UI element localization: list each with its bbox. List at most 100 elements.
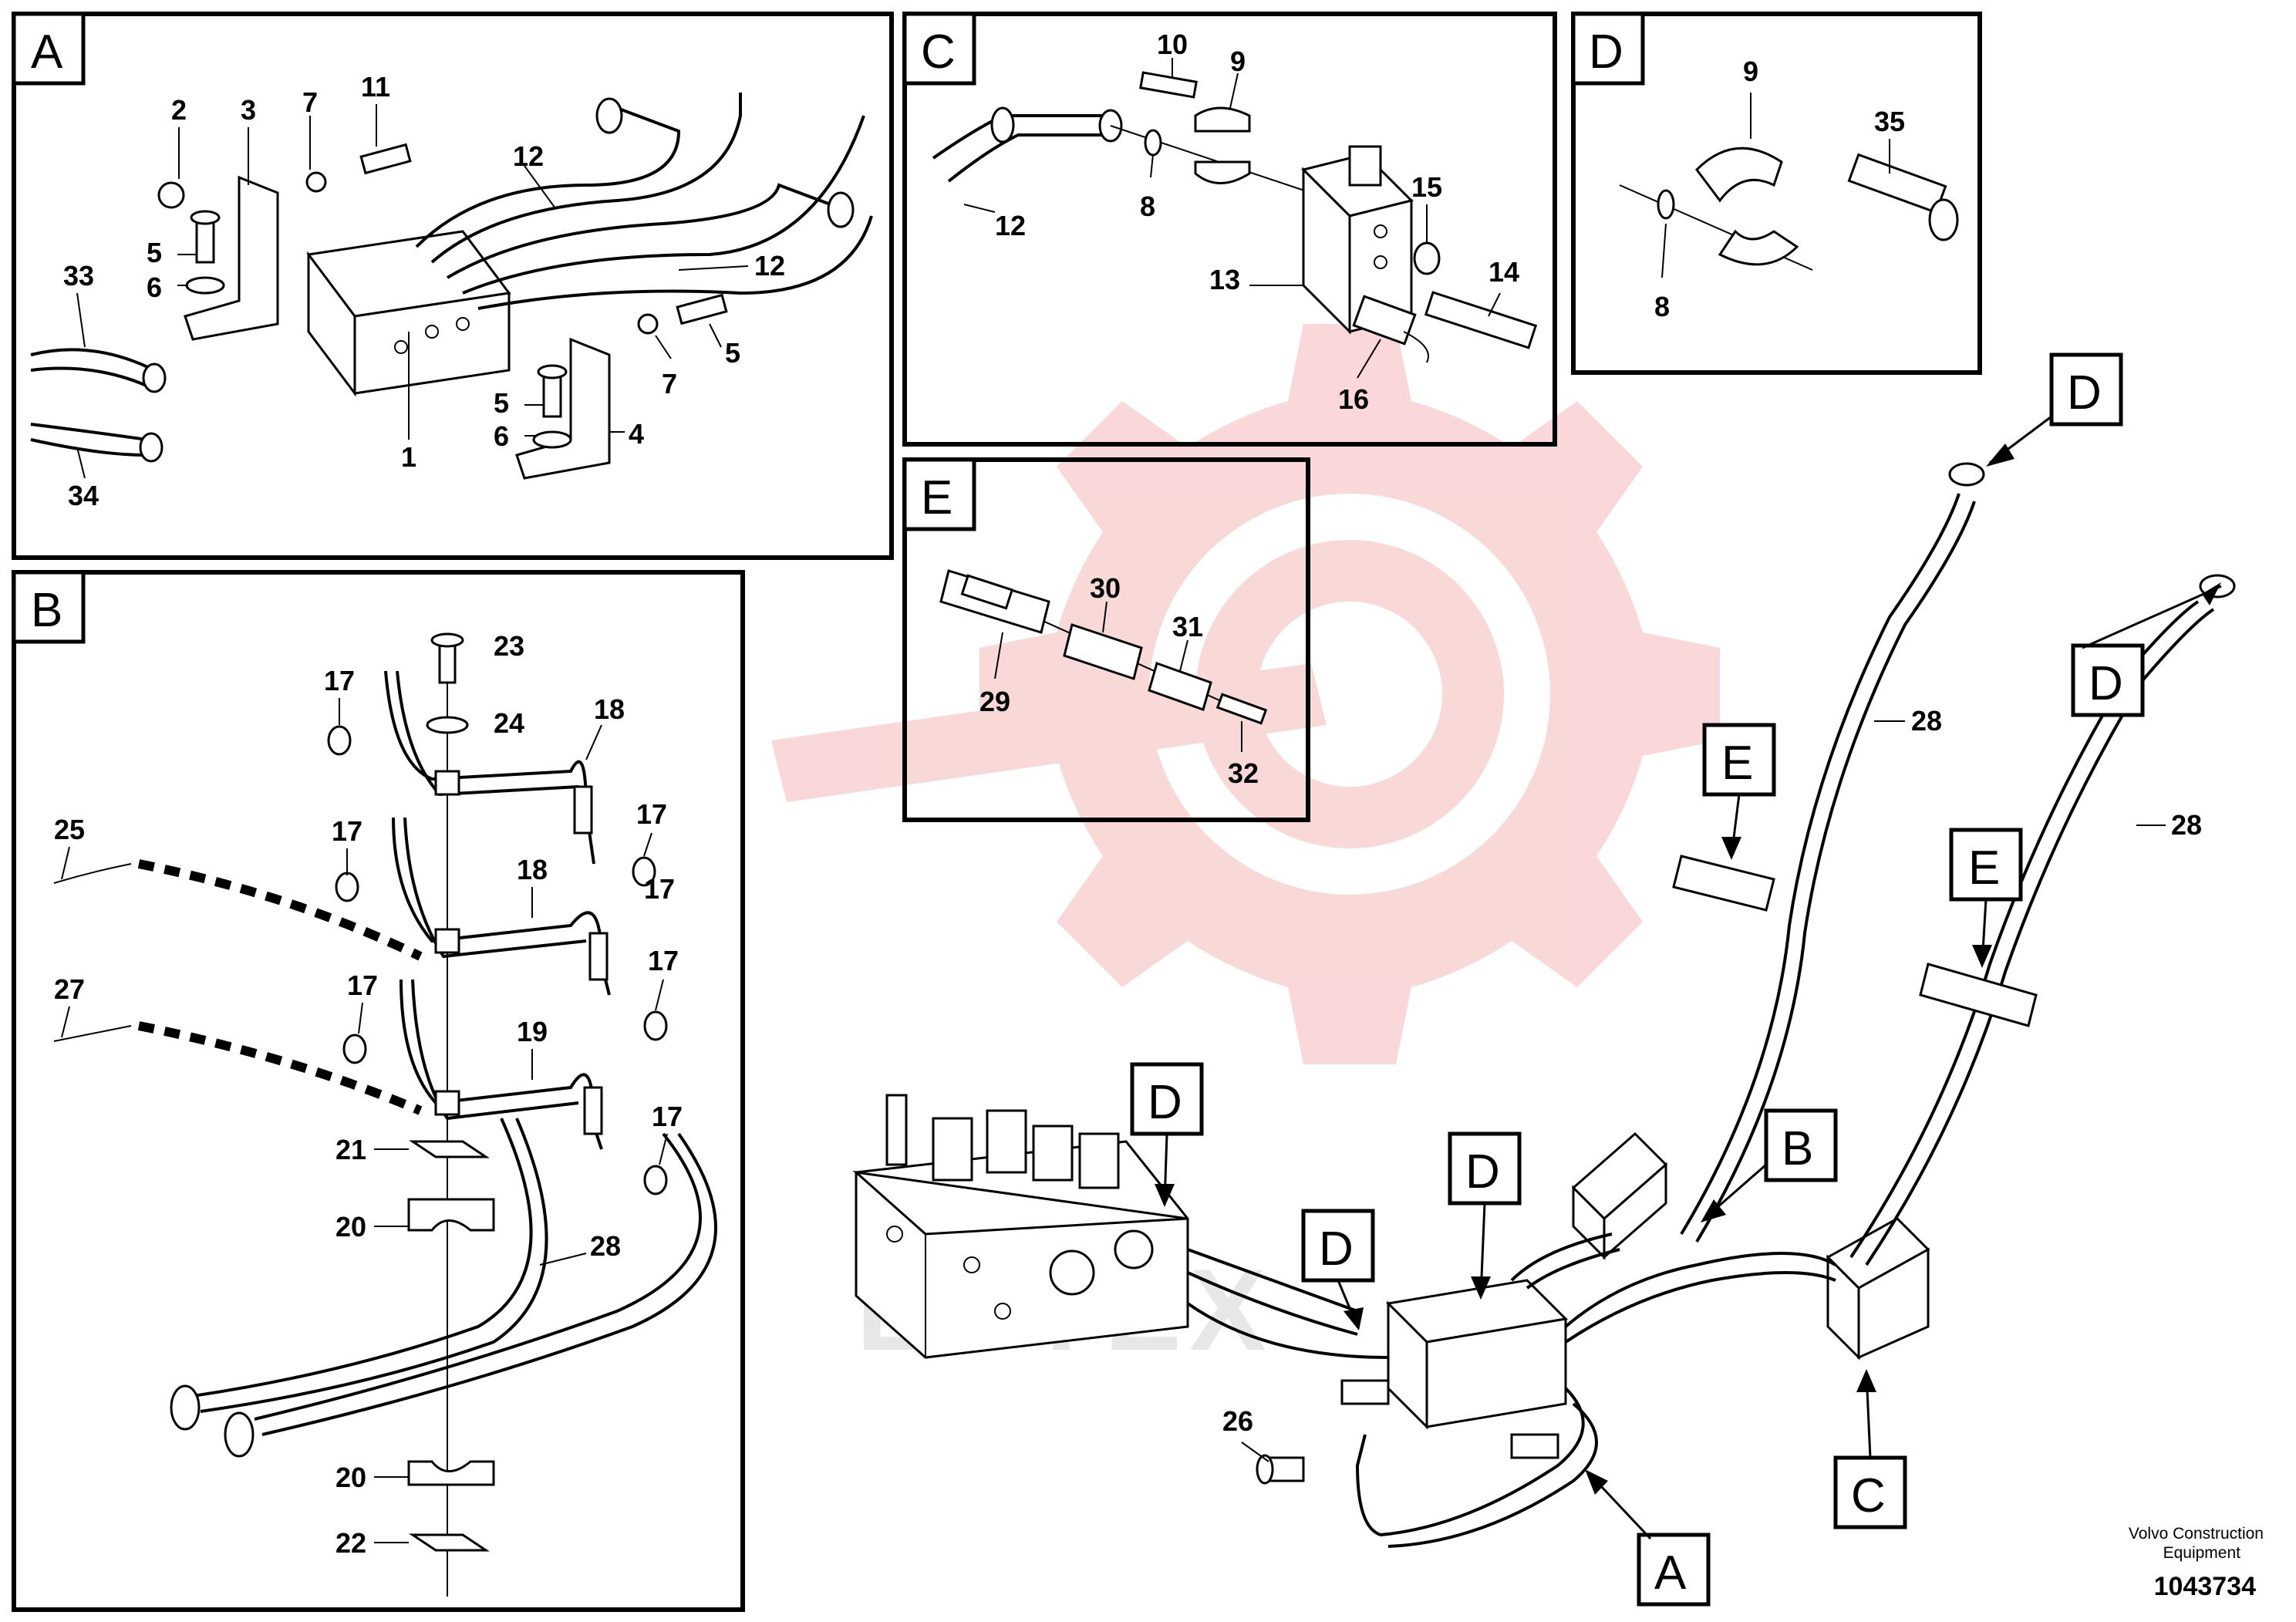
overview-tag-7: B [1782, 1122, 1813, 1175]
panel-d-frame [1571, 12, 1982, 375]
callout-b-8: 17 [648, 945, 679, 976]
callout-e-1: 31 [1172, 611, 1203, 642]
panel-c-frame [902, 12, 1557, 447]
callout-a-9: 34 [68, 480, 99, 511]
pipe-12 [932, 106, 1123, 183]
overview-tag-2: E [1721, 737, 1753, 790]
callout-b-16: 20 [335, 1462, 366, 1493]
clamp-31 [1148, 662, 1212, 711]
oring-8 [1144, 129, 1162, 157]
tube-group-18-upper [327, 670, 656, 887]
panel-a: A [12, 12, 894, 560]
overview-tag-8: A [1654, 1546, 1687, 1600]
callout-a-2: 7 [302, 86, 318, 118]
panel-c-tag: C [921, 25, 956, 79]
callout-e-0: 30 [1090, 572, 1121, 604]
callout-a-1: 3 [241, 94, 256, 126]
callout-a-7: 6 [147, 271, 162, 303]
hose-28-pair [170, 1118, 717, 1458]
callout-b-15: 28 [590, 1230, 621, 1262]
manifold-block [306, 230, 511, 397]
callout-a-4: 12 [513, 140, 544, 172]
overview-illustration: D D E E D D [852, 352, 2236, 1607]
panel-c: C [902, 12, 1557, 447]
bolt-32 [1215, 693, 1268, 725]
overview-tag-9: C [1851, 1469, 1886, 1523]
central-manifold [1340, 1279, 1569, 1459]
callout-b-18: 17 [644, 873, 675, 905]
valve-block-13 [1301, 145, 1414, 335]
tag-e-left: E [1702, 723, 1776, 860]
panel-d: D 9 35 8 [1571, 12, 1982, 375]
callout-e-2: 29 [979, 686, 1010, 717]
panel-a-tag: A [31, 25, 63, 79]
overview-tag-3: E [1968, 841, 2000, 895]
plug-15 [1413, 241, 1441, 275]
axis-c [1110, 125, 1312, 194]
hoses-12 [415, 93, 873, 310]
overview-tag-0: D [2067, 366, 2102, 420]
callout-a-14: 4 [629, 418, 644, 450]
overview-clamp-e-2 [1919, 963, 2038, 1027]
clamp-9-d-top [1695, 147, 1783, 203]
overview-hoses [1186, 462, 2236, 1548]
callout-b-0: 23 [494, 630, 524, 662]
panel-a-tag-box [12, 12, 86, 86]
clamp-9-top [1194, 106, 1251, 133]
callout-c-7: 16 [1338, 383, 1369, 415]
callout-c-1: 9 [1230, 46, 1246, 77]
panel-c-tag-box [902, 12, 976, 86]
callout-c-3: 8 [1140, 191, 1155, 222]
bolt-35 [1847, 153, 1959, 241]
watermark-gear-icon [771, 324, 1720, 1064]
callout-c-4: 15 [1411, 171, 1442, 203]
callout-b-17: 22 [335, 1527, 366, 1559]
callout-b-10: 17 [347, 969, 378, 1001]
callout-a-3: 11 [361, 71, 390, 103]
tube-group-19 [342, 979, 668, 1195]
bracket-3 [184, 175, 279, 341]
tag-c: C [1833, 1369, 1907, 1529]
panel-b-tag: B [31, 584, 62, 637]
bolt-23-head [430, 632, 464, 648]
bolt-14 [1424, 291, 1538, 349]
callout-a-15: 5 [725, 337, 740, 369]
callout-b-11: 19 [517, 1016, 548, 1047]
callout-c-0: 10 [1157, 29, 1188, 60]
callout-d-2: 8 [1654, 291, 1670, 322]
panel-e-frame [902, 457, 1310, 822]
hoses-33-34 [30, 348, 167, 463]
panel-e-leaders [994, 601, 1242, 752]
callout-e-3: 32 [1228, 757, 1259, 789]
overview-callout-2: 26 [1222, 1405, 1253, 1437]
overview-tag-5: D [1319, 1222, 1354, 1276]
panel-e-tag-box [902, 457, 976, 531]
tag-d-valve: D [1130, 1062, 1204, 1207]
overview-tag-4: D [1148, 1076, 1182, 1129]
callout-a-10: 1 [401, 441, 416, 473]
tag-d-right: D [2071, 582, 2222, 717]
callout-a-13: 7 [662, 368, 677, 400]
tag-d-mid: D [1301, 1209, 1375, 1330]
callout-b-7: 18 [517, 854, 548, 885]
right-valve-block [1826, 1217, 1930, 1361]
panel-b-leaders [61, 698, 668, 1543]
control-valve-stack [852, 1094, 1189, 1359]
clamp-9-bottom [1194, 160, 1251, 184]
callout-a-12: 6 [494, 420, 509, 452]
dashed-hoses [53, 859, 423, 1115]
panel-c-leaders [963, 58, 1501, 379]
tag-b: B [1701, 1108, 1838, 1222]
callout-c-5: 13 [1209, 264, 1240, 295]
callout-b-4: 17 [636, 798, 667, 830]
callout-b-6: 17 [332, 815, 362, 847]
overview-tag-1: D [2089, 657, 2123, 710]
panel-b: B [12, 570, 745, 1612]
callout-b-9: 27 [54, 973, 85, 1005]
overview-tag-6: D [1465, 1145, 1500, 1199]
callout-b-13: 21 [335, 1134, 366, 1165]
doc-number: 1043734 [2154, 1572, 2256, 1601]
overview-clamp-e-1 [1672, 855, 1775, 912]
washer-24 [426, 716, 469, 734]
clamp-9-d-bottom [1718, 229, 1799, 266]
